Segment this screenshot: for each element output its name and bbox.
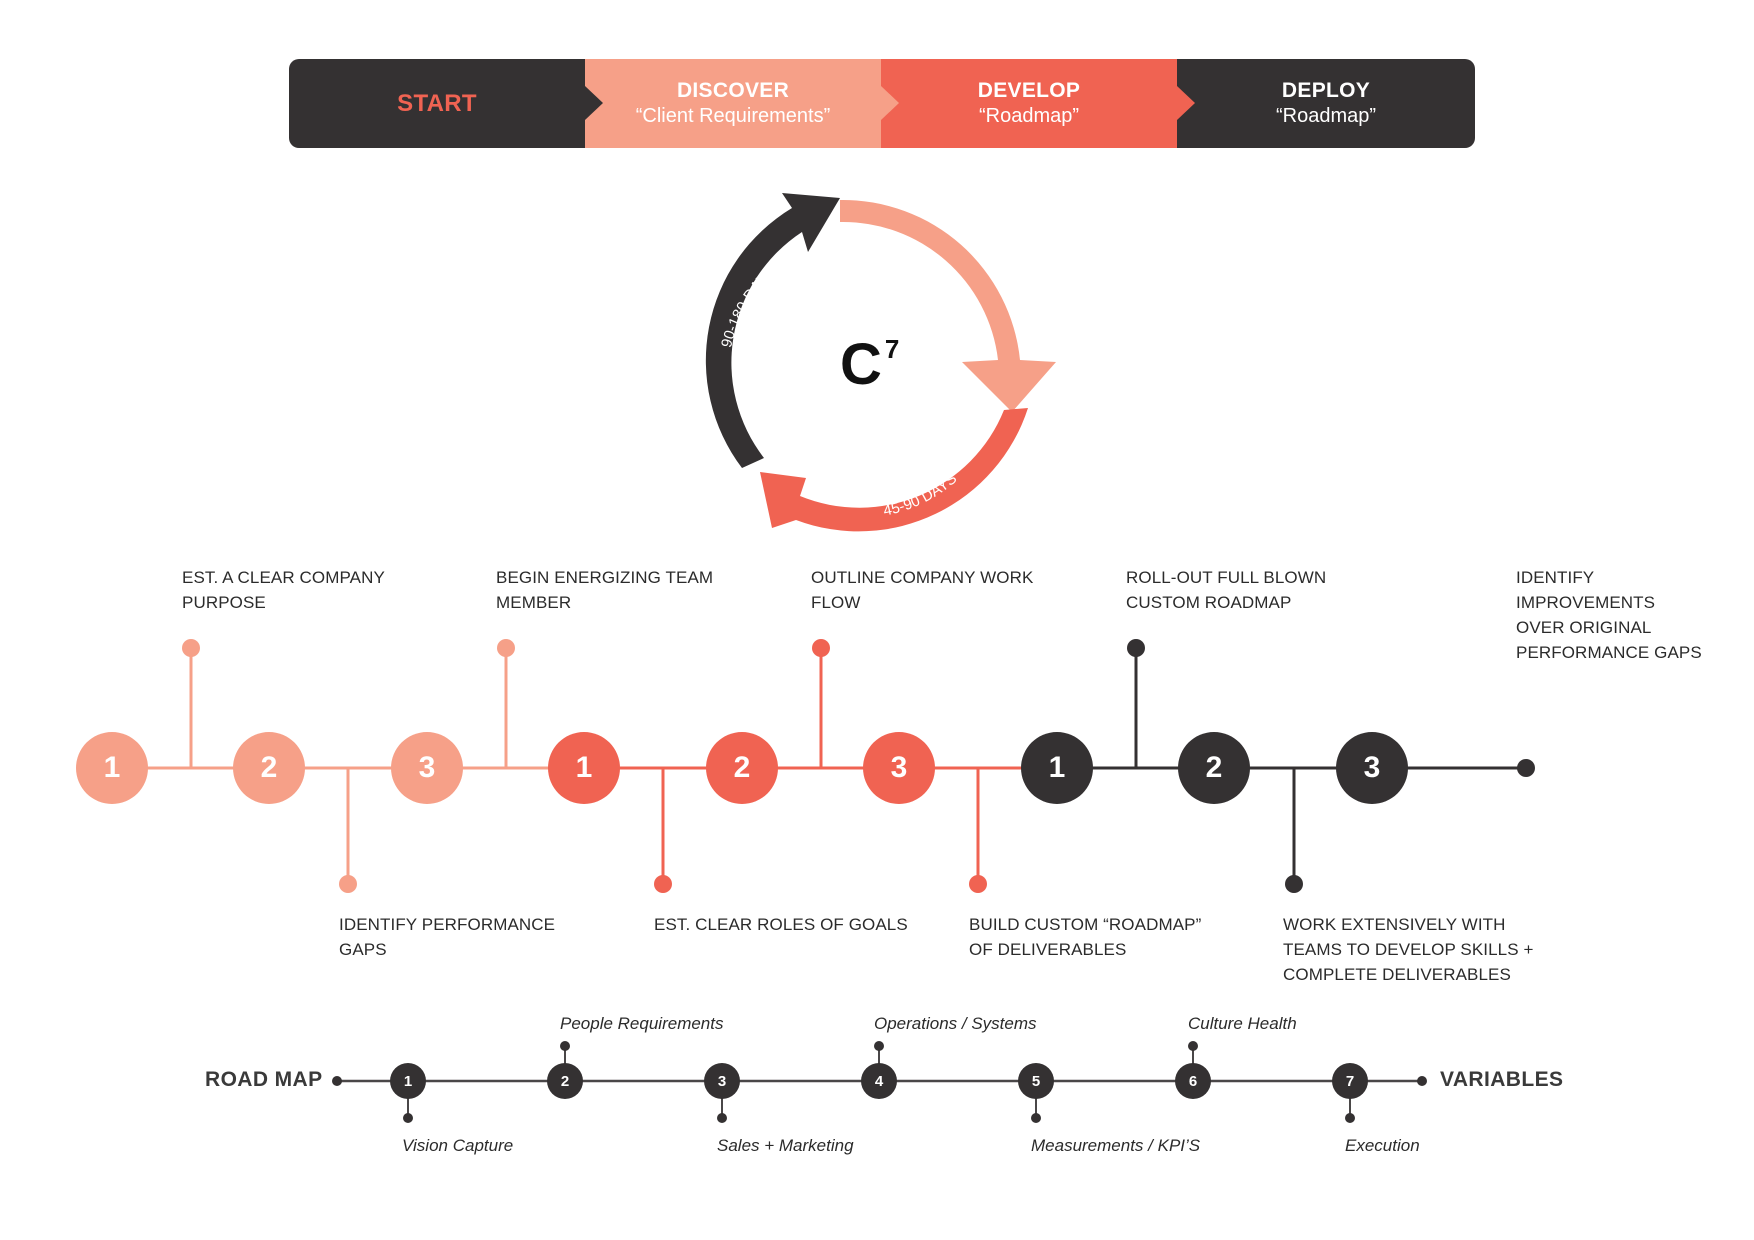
roadmap-start-dot bbox=[332, 1076, 342, 1086]
process-banner: START DISCOVER “Client Requirements” DEV… bbox=[289, 59, 1475, 148]
step-label-bottom: WORK EXTENSIVELY WITH TEAMS TO DEVELOP S… bbox=[1283, 915, 1534, 984]
step-label-bottom: EST. CLEAR ROLES OF GOALS bbox=[654, 915, 908, 934]
stage-develop: DEVELOP “Roadmap” bbox=[881, 59, 1177, 148]
step-node-discover-1: 1 bbox=[76, 732, 148, 804]
stage-develop-title: DEVELOP bbox=[977, 79, 1081, 102]
roadmap-item-bottom: Sales + Marketing bbox=[717, 1136, 854, 1155]
roadmap-item-bottom: Execution bbox=[1345, 1136, 1420, 1155]
arc-label-0-45: 0-45 DAYS bbox=[854, 238, 931, 273]
roadmap-node-3: 3 bbox=[704, 1063, 740, 1099]
chevron-right-icon bbox=[585, 86, 603, 120]
arc-45-90 bbox=[760, 408, 1028, 532]
arc-0-45 bbox=[840, 199, 1056, 412]
roadmap-node-4: 4 bbox=[861, 1063, 897, 1099]
step-label-top: OUTLINE COMPANY WORK FLOW bbox=[811, 568, 1034, 612]
roadmap-node-1: 1 bbox=[390, 1063, 426, 1099]
roadmap-item-top: Culture Health bbox=[1188, 1014, 1297, 1033]
chevron-right-icon bbox=[1177, 86, 1195, 120]
stem-dot bbox=[812, 639, 830, 657]
stem-dot bbox=[654, 875, 672, 893]
stage-discover-subtitle: “Client Requirements” bbox=[635, 105, 831, 127]
stage-deploy-subtitle: “Roadmap” bbox=[1275, 105, 1377, 127]
step-node-develop-2: 2 bbox=[706, 732, 778, 804]
step-node-discover-3: 3 bbox=[391, 732, 463, 804]
step-node-deploy-3: 3 bbox=[1336, 732, 1408, 804]
step-label-top: EST. A CLEAR COMPANY PURPOSE bbox=[182, 568, 385, 612]
roadmap-end-dot bbox=[1417, 1076, 1427, 1086]
stage-start: START bbox=[289, 59, 585, 148]
step-node-deploy-1: 1 bbox=[1021, 732, 1093, 804]
cycle-diagram: 0-45 DAYS 45-90 DAYS 90-180 DAYS bbox=[705, 193, 1056, 532]
step-node-discover-2: 2 bbox=[233, 732, 305, 804]
stem-dot bbox=[339, 875, 357, 893]
step-label-top: BEGIN ENERGIZING TEAM MEMBER bbox=[496, 568, 714, 612]
timeline-end-dot bbox=[1517, 759, 1535, 777]
roadmap-label: ROAD MAP bbox=[205, 1068, 323, 1091]
step-label-top: ROLL-OUT FULL BLOWN CUSTOM ROADMAP bbox=[1126, 568, 1327, 612]
roadmap-item-top: People Requirements bbox=[560, 1014, 724, 1033]
c7-letter: C bbox=[840, 332, 882, 397]
stem-dot bbox=[182, 639, 200, 657]
step-label-bottom: BUILD CUSTOM “ROADMAP” OF DELIVERABLES bbox=[969, 915, 1202, 959]
stem-dot bbox=[497, 639, 515, 657]
stage-develop-subtitle: “Roadmap” bbox=[978, 105, 1080, 127]
step-node-develop-1: 1 bbox=[548, 732, 620, 804]
svg-text:0-45 DAYS: 0-45 DAYS bbox=[854, 238, 931, 273]
stage-deploy-title: DEPLOY bbox=[1281, 79, 1371, 102]
roadmap-item-bottom: Vision Capture bbox=[402, 1136, 514, 1155]
step-label-top: IDENTIFY IMPROVEMENTS OVER ORIGINAL PERF… bbox=[1516, 568, 1702, 662]
roadmap-item-bottom: Measurements / KPI’S bbox=[1031, 1136, 1201, 1155]
step-label-bottom: IDENTIFY PERFORMANCE GAPS bbox=[339, 915, 556, 959]
step-node-deploy-2: 2 bbox=[1178, 732, 1250, 804]
roadmap-node-7: 7 bbox=[1332, 1063, 1368, 1099]
stem-dot bbox=[1285, 875, 1303, 893]
step-node-develop-3: 3 bbox=[863, 732, 935, 804]
stem-dot bbox=[1127, 639, 1145, 657]
roadmap-item-top: Operations / Systems bbox=[874, 1014, 1037, 1033]
arc-90-180 bbox=[705, 193, 840, 468]
stem-dot bbox=[969, 875, 987, 893]
stage-discover: DISCOVER “Client Requirements” bbox=[585, 59, 881, 148]
stage-deploy: DEPLOY “Roadmap” bbox=[1177, 59, 1475, 148]
roadmap-node-2: 2 bbox=[547, 1063, 583, 1099]
chevron-right-icon bbox=[881, 86, 899, 120]
variables-label: VARIABLES bbox=[1440, 1068, 1564, 1091]
c7-superscript: 7 bbox=[884, 333, 900, 364]
roadmap-node-6: 6 bbox=[1175, 1063, 1211, 1099]
roadmap-node-5: 5 bbox=[1018, 1063, 1054, 1099]
stage-discover-title: DISCOVER bbox=[676, 79, 790, 102]
stage-start-title: START bbox=[397, 89, 477, 117]
